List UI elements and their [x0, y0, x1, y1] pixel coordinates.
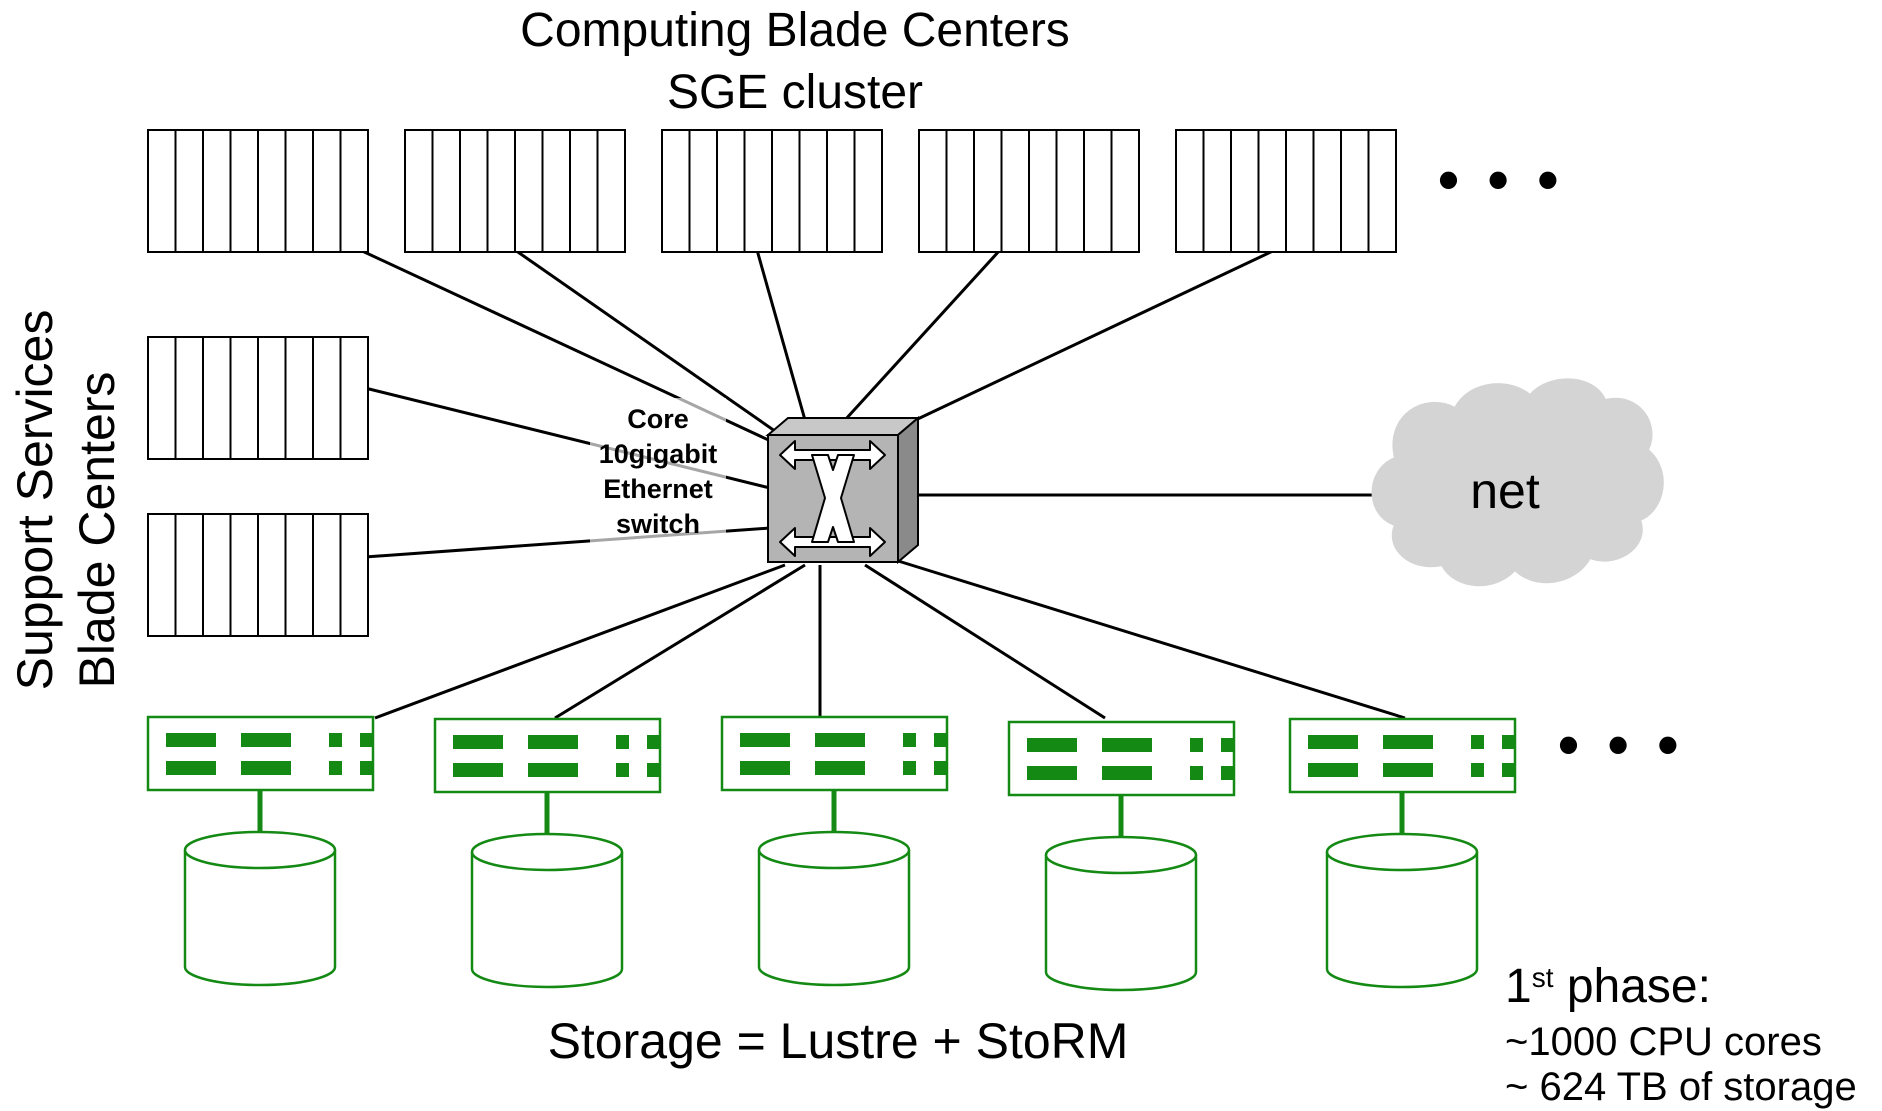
link-compute-5 [904, 248, 1276, 427]
side-label: Support Services Blade Centers [7, 310, 125, 691]
side-label-line-1: Support Services [7, 310, 63, 691]
disk-cylinder-icon [470, 832, 624, 989]
side-label-line-2: Blade Centers [69, 372, 125, 689]
storage-unit-1 [146, 715, 375, 987]
storage-unit-4 [1007, 720, 1236, 992]
compute-continuation-dots: • • • [1438, 146, 1564, 213]
net-label: net [1470, 463, 1540, 519]
support-blade-center-icon-2 [147, 513, 369, 637]
link-compute-4 [843, 248, 1002, 422]
support-blade-centers [147, 336, 369, 637]
blade-center-icon-2 [404, 129, 626, 253]
phase-heading-superscript: st [1532, 962, 1554, 993]
blade-center-icon-5 [1175, 129, 1397, 253]
cloud-icon [1371, 378, 1664, 587]
switch-label-line-2: 10gigabit [599, 439, 718, 469]
switch-label-background [590, 398, 726, 543]
blade-center-icon-1 [147, 129, 369, 253]
network-switch-icon [765, 415, 921, 565]
phase-heading-suffix: phase: [1553, 960, 1710, 1013]
phase-heading: 1st phase: [1505, 960, 1711, 1013]
storage-server-icon [146, 715, 375, 792]
link-storage-4 [864, 563, 1106, 720]
blade-center-icon-3 [661, 129, 883, 253]
title-line-1: Computing Blade Centers [520, 4, 1070, 57]
disk-cylinder-icon [1044, 835, 1198, 992]
link-compute-3 [755, 249, 807, 421]
link-storage-1 [374, 563, 786, 720]
switch-label-line-3: Ethernet [603, 474, 713, 504]
storage-server-icon [1288, 717, 1517, 794]
phase-cpu-cores: ~1000 CPU cores [1505, 1020, 1822, 1064]
disk-cylinder-icon [757, 830, 911, 987]
blade-center-icon-4 [918, 129, 1140, 253]
storage-server-icon [1007, 720, 1236, 797]
network-links [359, 248, 1406, 720]
storage-unit-5 [1288, 717, 1517, 989]
disk-cylinder-icon [183, 830, 337, 987]
link-compute-2 [514, 248, 796, 447]
storage-label: Storage = Lustre + StoRM [548, 1013, 1129, 1069]
switch-label-line-1: Core [627, 404, 689, 434]
support-blade-center-icon-1 [147, 336, 369, 460]
storage-server-icon [433, 717, 662, 794]
link-storage-5 [894, 558, 1406, 720]
switch-label: Core 10gigabit Ethernet switch [590, 398, 726, 543]
storage-unit-3 [720, 715, 949, 987]
storage-continuation-dots: • • • [1558, 711, 1684, 778]
disk-cylinder-icon [1325, 832, 1479, 989]
phase-heading-number: 1 [1505, 960, 1532, 1013]
link-storage-2 [554, 563, 806, 720]
title-line-2: SGE cluster [667, 66, 923, 119]
switch-label-line-4: switch [616, 509, 700, 539]
phase-storage: ~ 624 TB of storage [1505, 1065, 1857, 1109]
storage-unit-2 [433, 717, 662, 989]
storage-servers [146, 715, 1517, 992]
storage-server-icon [720, 715, 949, 792]
computing-blade-centers [147, 129, 1397, 253]
